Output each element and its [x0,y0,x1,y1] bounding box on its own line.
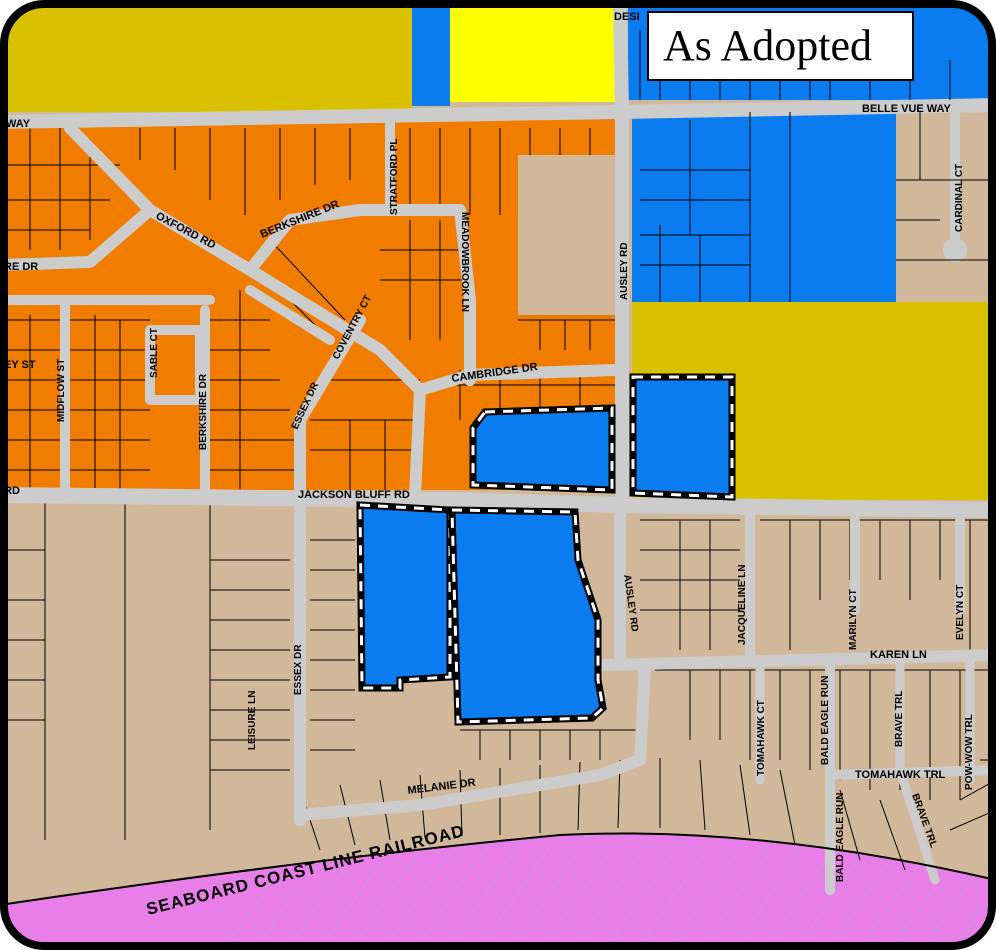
label-pow-wow-trl: POW-WOW TRL [964,714,975,790]
label-jacqueline-ln: JACQUELINE LN [737,564,748,645]
label-jackson-bluff-rd: JACKSON BLUFF RD [298,489,410,501]
title-box [647,11,914,81]
tan-cardinal-area [896,112,992,302]
label-karen-ln: KAREN LN [870,649,927,661]
railroad-edge [4,832,992,906]
label-midflow-st: MIDFLOW ST [56,359,67,422]
tan-block-meadowbrook [518,155,615,315]
parcel-ausley-blue [629,373,736,501]
road-network [4,4,992,895]
parcel-jackson-bluff-blue [448,506,607,726]
parcel-cambridge-blue [469,404,616,494]
label-essex-dr-s: ESSEX DR [293,644,304,695]
label-brave-trl-n: BRAVE TRL [894,691,905,747]
label-leisure-ln: LEISURE LN [247,691,258,750]
parcel-essex-blue [356,501,454,692]
label-sable-ct: SABLE CT [149,328,160,378]
label-desi: DESI [614,11,640,23]
railroad-hatch [230,833,992,946]
label-way-left: WAY [6,118,31,130]
blue-strip-top [412,4,450,106]
highlighted-parcels [356,373,736,726]
label-belle-vue-way: BELLE VUE WAY [862,103,951,115]
label-ey-st: EY ST [4,359,36,371]
blue-zone-right [632,112,896,302]
label-tomahawk-trl: TOMAHAWK TRL [855,769,946,781]
label-tomahawk-ct: TOMAHAWK CT [756,700,767,776]
label-berkshire-dr-s: BERKSHIRE DR [198,373,209,450]
map-title: As Adopted [663,21,872,70]
label-ausley-rd-n: AUSLEY RD [619,242,630,300]
yellow-zone-top [450,4,615,102]
label-cardinal-ct: CARDINAL CT [954,164,965,232]
label-re-dr: RE DR [4,261,38,273]
label-evelyn-ct: EVELYN CT [955,585,966,640]
label-meadowbrook-ln: MEADOWBROOK LN [459,212,470,312]
label-bald-eagle-run-n: BALD EAGLE RUN [820,676,831,765]
label-marilyn-ct: MARILYN CT [848,589,859,650]
label-bald-eagle-run-s: BALD EAGLE RUN [835,793,846,882]
olive-zone-top-left [4,4,412,112]
label-stratford-pl: STRATFORD PL [389,139,400,215]
